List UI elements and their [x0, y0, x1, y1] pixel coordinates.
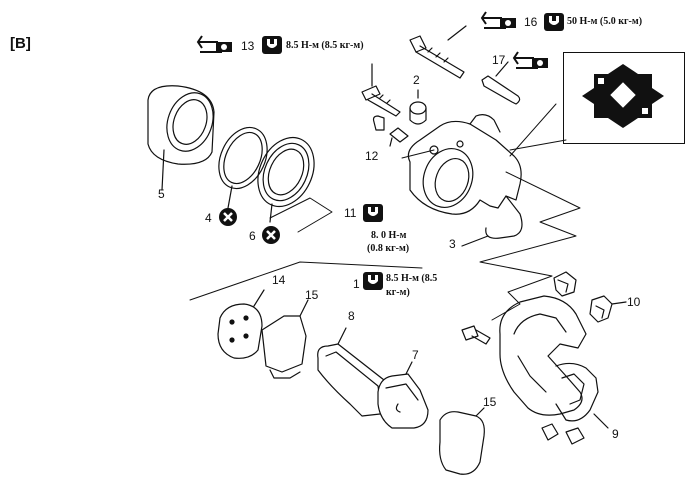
caliper-body [407, 114, 523, 247]
callout-17: 17 [492, 53, 506, 67]
inset-detail-box [563, 52, 685, 144]
piston-seal [218, 126, 268, 209]
pad-clip [589, 295, 627, 323]
guide-pin-bolt [409, 25, 467, 79]
anti-squeal-plate [217, 289, 265, 359]
pad-shim-lower [439, 407, 485, 475]
callout-13: 13 [241, 39, 255, 53]
pad-clip-upper [553, 271, 577, 297]
torque-wrench-icon [512, 51, 548, 69]
torque-spec-16: 50 Н-м (5.0 кг-м) [567, 16, 643, 27]
torque-spec-13: 8.5 Н-м (8.5 кг-м) [286, 40, 364, 51]
callout-11: 11 [344, 206, 357, 220]
do-not-reuse-icon [219, 208, 237, 226]
callout-3: 3 [449, 237, 456, 251]
grease-pattern-icon [582, 64, 664, 128]
callout-15-upper: 15 [305, 288, 319, 302]
pad-clip-lower [541, 423, 585, 445]
callout-6: 6 [249, 229, 256, 243]
callout-4: 4 [205, 211, 212, 225]
brake-pad-outer [377, 361, 429, 429]
bushing [409, 89, 427, 125]
pad-shim-upper [261, 299, 309, 379]
torque-spec-1-line2: кг-м) [386, 287, 410, 298]
torque-spec-11-line2: (0.8 кг-м) [367, 243, 410, 254]
carrier-bolt [461, 325, 491, 345]
do-not-reuse-icon [262, 226, 280, 244]
piston-boot [257, 136, 315, 223]
slide-pin [481, 61, 521, 105]
caliper-carrier [499, 295, 609, 429]
callout-12: 12 [365, 149, 379, 163]
torque-wrench-icon [480, 11, 516, 29]
torque-spec-icon [363, 272, 383, 290]
torque-spec-icon [262, 36, 282, 54]
callout-5: 5 [158, 187, 165, 201]
leader-lines [189, 103, 581, 321]
callout-7: 7 [412, 348, 419, 362]
callout-16: 16 [524, 15, 538, 29]
bleeder-cap [372, 115, 409, 147]
callout-15-lower: 15 [483, 395, 497, 409]
callout-8: 8 [348, 309, 355, 323]
section-label: [B] [10, 35, 31, 52]
callout-9: 9 [612, 427, 619, 441]
torque-spec-11-line1: 8. 0 Н-м [371, 230, 407, 241]
callout-14: 14 [272, 273, 286, 287]
callout-2: 2 [413, 73, 420, 87]
torque-spec-icon [363, 204, 383, 222]
piston [147, 85, 215, 191]
callout-1: 1 [353, 277, 360, 291]
torque-spec-1-line1: 8.5 Н-м (8.5 [386, 273, 438, 284]
caliper-bolt [361, 63, 401, 117]
torque-wrench-icon [196, 35, 232, 53]
callout-10: 10 [627, 295, 641, 309]
torque-spec-icon [544, 13, 564, 31]
